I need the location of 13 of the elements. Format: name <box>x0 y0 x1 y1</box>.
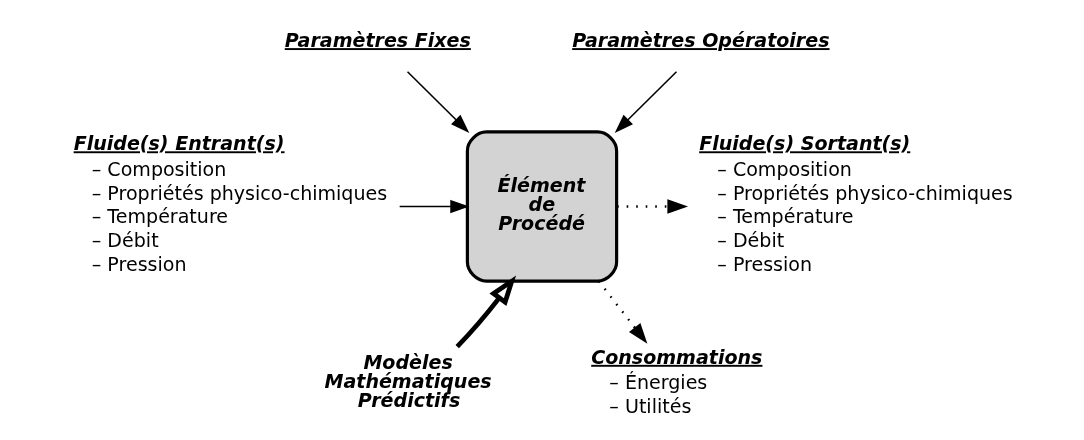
node-text: Paramètres Opératoires <box>572 29 830 52</box>
node-text: Fluide(s) Entrant(s) – Composition – Propriétés physico-chimiques – Température – Débit – Pression <box>73 132 388 275</box>
node-text: Consommations – Énergies – Utilités <box>591 345 763 418</box>
arrow <box>406 70 470 133</box>
node-text: Paramètres Fixes <box>284 29 471 52</box>
node-text: Modèles Mathématiques Prédictifs <box>324 350 492 411</box>
arrow <box>398 199 470 214</box>
arrow <box>455 275 517 349</box>
arrow <box>617 199 689 214</box>
arrow <box>597 280 648 344</box>
arrow <box>614 70 678 133</box>
node-text: Fluide(s) Sortant(s) – Composition – Propriétés physico-chimiques – Température – Débit – Pression <box>699 132 1013 275</box>
node-box: Élément de Procédé <box>465 130 619 283</box>
